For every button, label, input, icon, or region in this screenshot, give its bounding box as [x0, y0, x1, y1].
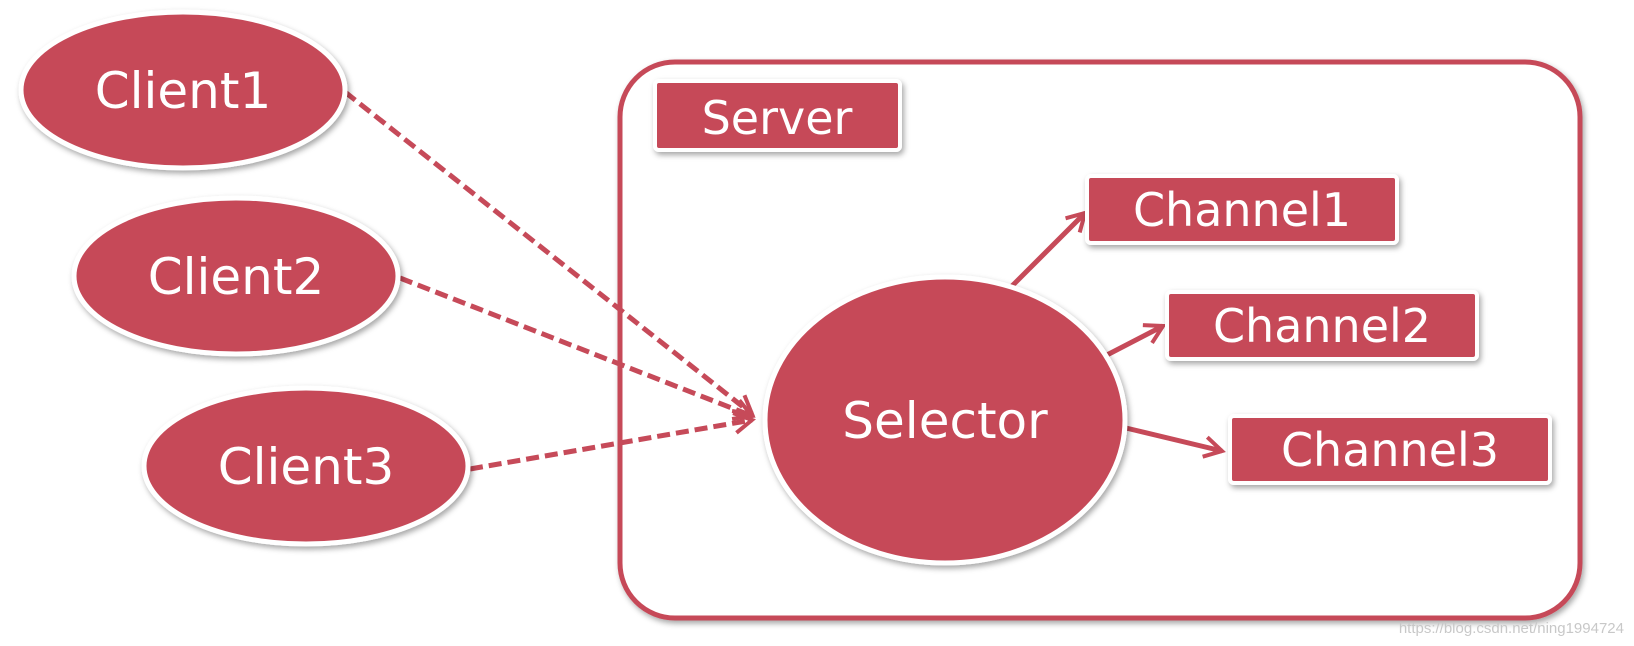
server-label-box: Server	[653, 79, 902, 152]
channel3-label: Channel3	[1281, 423, 1499, 477]
client2-connection-arrow	[399, 275, 756, 421]
client3-label: Client3	[218, 438, 395, 496]
selector-label: Selector	[842, 392, 1048, 450]
client1-connection-arrow	[343, 90, 756, 417]
channel3-node: Channel3	[1228, 414, 1552, 485]
client1-node: Client1	[18, 9, 348, 171]
channel1-connection-arrow	[1010, 210, 1088, 288]
channel1-label: Channel1	[1133, 183, 1351, 237]
channel2-label: Channel2	[1213, 299, 1431, 353]
channel2-connection-arrow	[1103, 323, 1167, 359]
client-connections	[343, 90, 756, 472]
server-label: Server	[702, 91, 853, 145]
client2-node: Client2	[71, 195, 401, 357]
channel-connections	[1010, 210, 1226, 459]
client3-node: Client3	[141, 385, 471, 547]
client3-connection-arrow	[469, 411, 756, 472]
selector-node: Selector	[762, 274, 1128, 566]
channel1-node: Channel1	[1085, 174, 1399, 245]
watermark-text: https://blog.csdn.net/ning1994724	[1399, 620, 1624, 637]
client2-label: Client2	[148, 248, 325, 306]
channel2-node: Channel2	[1165, 290, 1479, 361]
client1-label: Client1	[95, 62, 272, 120]
channel3-connection-arrow	[1125, 425, 1226, 459]
